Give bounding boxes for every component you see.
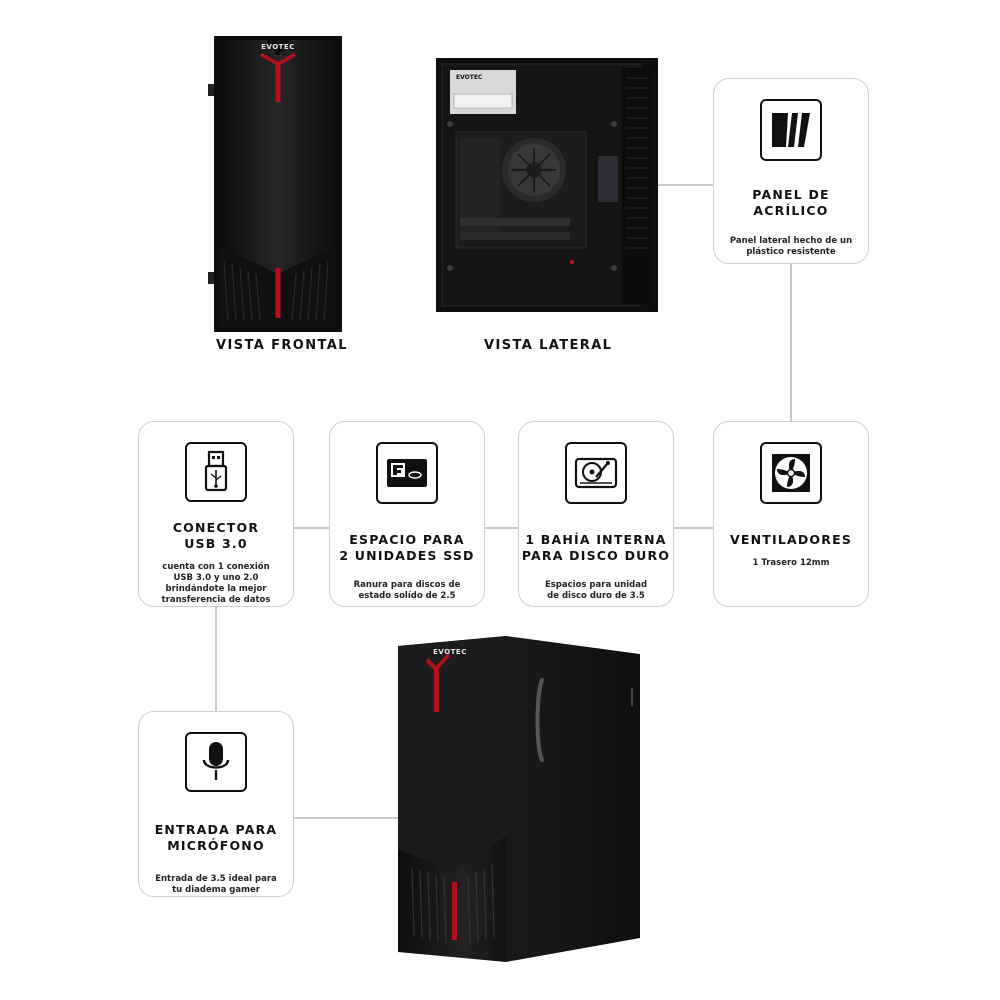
acrylic-panel-title: PANEL DE ACRÍLICO <box>752 187 830 218</box>
ssd-title: ESPACIO PARA 2 UNIDADES SSD <box>339 532 475 563</box>
side-view-case-image: EVOTEC <box>436 58 658 312</box>
feature-card-fans: VENTILADORES 1 Trasero 12mm <box>713 421 869 607</box>
ssd-description: Ranura para discos de estado solído de 2… <box>353 580 461 601</box>
feature-card-ssd: ESPACIO PARA 2 UNIDADES SSD Ranura para … <box>329 421 485 607</box>
microphone-title: ENTRADA PARA MICRÓFONO <box>154 822 278 853</box>
hard-disk-icon <box>565 442 627 504</box>
hard-disk-description: Espacios para unidad de disco duro de 3.… <box>544 580 648 601</box>
feature-card-microphone: ENTRADA PARA MICRÓFONO Entrada de 3.5 id… <box>138 711 294 897</box>
connector-acrylic-to-fans <box>790 263 792 421</box>
feature-card-acrylic-panel: PANEL DE ACRÍLICO Panel lateral hecho de… <box>713 78 869 264</box>
connector-ssd-to-hdd <box>484 527 519 529</box>
feature-card-hard-disk: 1 BAHÍA INTERNA PARA DISCO DURO Espacios… <box>518 421 674 607</box>
connector-usb-to-mic <box>215 606 217 712</box>
fans-title: VENTILADORES <box>729 532 853 547</box>
connector-usb-to-ssd <box>292 527 330 529</box>
connector-mic-to-case <box>292 817 400 819</box>
front-view-label: VISTA FRONTAL <box>216 338 348 353</box>
front-brand-logo: EVOTEC <box>261 43 295 51</box>
usb-icon <box>185 442 247 502</box>
usb-description: cuenta con 1 conexión USB 3.0 y uno 2.0 … <box>161 562 271 605</box>
side-view-label: VISTA LATERAL <box>484 338 613 353</box>
acrylic-panel-description: Panel lateral hecho de un plástico resis… <box>729 236 853 257</box>
front-view-case-image: EVOTEC <box>208 36 346 332</box>
angled-case-image: EVOTEC <box>396 636 642 962</box>
microphone-description: Entrada de 3.5 ideal para tu diadema gam… <box>155 874 277 895</box>
hard-disk-title: 1 BAHÍA INTERNA PARA DISCO DURO <box>521 532 671 563</box>
feature-card-usb: CONECTOR USB 3.0 cuenta con 1 conexión U… <box>138 421 294 607</box>
angled-brand-logo: EVOTEC <box>433 648 467 656</box>
microphone-icon <box>185 732 247 792</box>
fans-description: 1 Trasero 12mm <box>752 558 830 568</box>
acrylic-panel-icon <box>760 99 822 161</box>
connector-hdd-to-fans <box>672 527 714 529</box>
psu-brand-label: EVOTEC <box>456 74 483 81</box>
fan-icon <box>760 442 822 504</box>
connector-side-to-acrylic <box>655 184 715 186</box>
usb-title: CONECTOR USB 3.0 <box>172 520 260 551</box>
ssd-icon <box>376 442 438 504</box>
